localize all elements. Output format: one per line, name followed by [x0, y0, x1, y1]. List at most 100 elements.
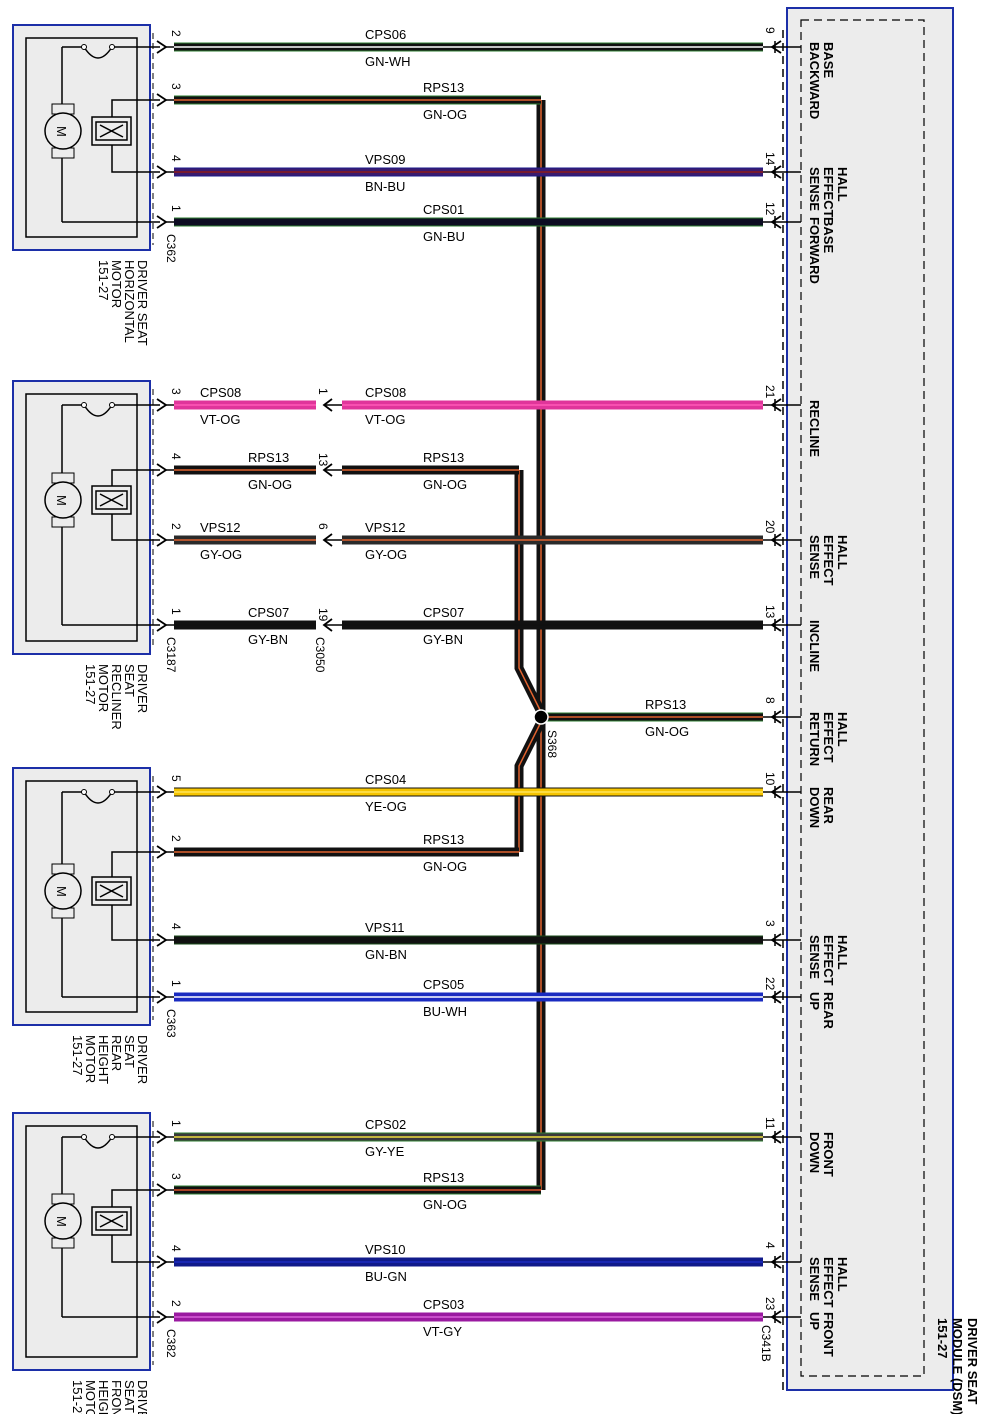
motor-front-height: M1342C382DRIVERSEATFRONTHEIGHTMOTOR151-2…: [12, 1112, 183, 1414]
pin-function-label: HALL: [835, 712, 850, 747]
pin-function-label: HALL: [835, 1257, 850, 1292]
hall-sensor-leads: [111, 851, 160, 941]
motor-name-line: HEIGHT: [96, 1035, 111, 1084]
inline-pin-number: 1: [316, 388, 330, 395]
motor-pin-number: 3: [169, 388, 183, 395]
motor-symbol-label: M: [54, 1216, 69, 1227]
motor-pin-number: 4: [169, 1245, 183, 1252]
motor-name-line: SEAT: [122, 1380, 137, 1413]
motor-icon: [44, 112, 82, 150]
module-outline: [786, 7, 954, 1391]
breaker-terminal-icon: [109, 1134, 115, 1140]
hall-sensor-cross: [99, 884, 124, 898]
pin-function-label: HALL: [835, 167, 850, 202]
motor-pin-number: 3: [169, 83, 183, 90]
motor-pin-number: 2: [169, 30, 183, 37]
circuit-label: CPS05: [423, 977, 464, 992]
motor-pin-number: 1: [169, 1120, 183, 1127]
pin-function-label: INCLINE: [807, 620, 822, 672]
pin-function-label: SENSE: [807, 1257, 822, 1301]
motor-connector-label: C3187: [164, 637, 178, 673]
module-name-line: MODULE (DSM): [950, 1318, 965, 1414]
motor-name-line: 151-27: [83, 664, 98, 704]
motor-name-line: DRIVER: [135, 1380, 150, 1414]
module-pin-number: 20: [763, 520, 777, 534]
color-code-label: GN-OG: [423, 107, 467, 122]
splice-label: S368: [545, 730, 559, 758]
motor-pin-number: 2: [169, 1300, 183, 1307]
motor-icon: [44, 872, 82, 910]
motor-pin-number: 2: [169, 835, 183, 842]
circuit-label: RPS13: [423, 450, 464, 465]
circuit-label: CPS02: [365, 1117, 406, 1132]
module-connector-label: C341B: [759, 1325, 773, 1362]
motor-name-line: HEIGHT: [96, 1380, 111, 1414]
hall-sensor-leads: [111, 99, 160, 173]
color-code-label: GY-OG: [200, 547, 242, 562]
motor-outline: [12, 380, 151, 655]
motor-pin-number: 5: [169, 775, 183, 782]
inline-pin-number: 6: [316, 523, 330, 530]
circuit-label: VPS11: [365, 920, 405, 935]
hall-sensor-leads: [111, 1189, 160, 1263]
pin-function-label: BACKWARD: [807, 42, 822, 119]
circuit-breaker-icon: [83, 791, 113, 804]
circuit-label: CPS07: [248, 605, 289, 620]
breaker-terminal-icon: [109, 789, 115, 795]
motor-name-line: FRONT: [109, 1380, 124, 1414]
circuit-label: RPS13: [423, 1170, 464, 1185]
motor-name-line: 151-27: [70, 1035, 85, 1075]
module-pin-number: 23: [763, 1297, 777, 1311]
hall-sensor-cross: [99, 1214, 124, 1228]
motor-symbol-label: M: [54, 126, 69, 137]
motor-name-line: MOTOR: [96, 664, 111, 712]
circuit-label: RPS13: [645, 697, 686, 712]
motor-pin-number: 4: [169, 923, 183, 930]
pin-function-label: EFFECT: [821, 712, 836, 763]
pin-function-label: EFFECT: [821, 535, 836, 586]
color-code-label: GN-BN: [365, 947, 407, 962]
motor-outline: [12, 1112, 151, 1371]
pin-function-label: BASE: [821, 217, 836, 253]
hall-sensor-cross: [99, 124, 124, 138]
motor-symbol-label: M: [54, 495, 69, 506]
pin-function-label: DOWN: [807, 1132, 822, 1173]
module-name-line: DRIVER SEAT: [965, 1318, 980, 1404]
circuit-label: CPS03: [423, 1297, 464, 1312]
motor-pin-number: 1: [169, 205, 183, 212]
pin-function-label: HALL: [835, 535, 850, 570]
breaker-terminal-icon: [81, 1134, 87, 1140]
module-pin-number: 4: [763, 1242, 777, 1249]
module-pin-number: 22: [763, 977, 777, 991]
hall-sensor-inner: [95, 1211, 128, 1231]
motor-connector-label: C363: [164, 1009, 178, 1038]
module-pin-number: 11: [763, 1117, 777, 1130]
pin-function-label: EFFECT: [821, 1257, 836, 1308]
color-code-label: GY-BN: [248, 632, 288, 647]
pin-function-label: SENSE: [807, 167, 822, 211]
motor-icon: [44, 481, 82, 519]
motor-inner-box: [25, 393, 138, 642]
splice-s368: S368: [533, 709, 559, 758]
color-code-label: BN-BU: [365, 179, 405, 194]
color-code-label: GN-OG: [423, 859, 467, 874]
motor-inner-box: [25, 37, 138, 238]
hall-sensor-inner: [95, 490, 128, 510]
pin-function-label: BASE: [821, 42, 836, 78]
motor-name-line: DRIVER: [135, 1035, 150, 1084]
pin-function-label: FORWARD: [807, 217, 822, 284]
motor-name-line: REAR: [109, 1035, 124, 1071]
circuit-label: CPS01: [423, 202, 464, 217]
pin-function-label: EFFECT: [821, 167, 836, 218]
motor-pin-number: 1: [169, 608, 183, 615]
motor-name-line: SEAT: [122, 1035, 137, 1068]
inline-pin-number: 19: [316, 608, 330, 622]
